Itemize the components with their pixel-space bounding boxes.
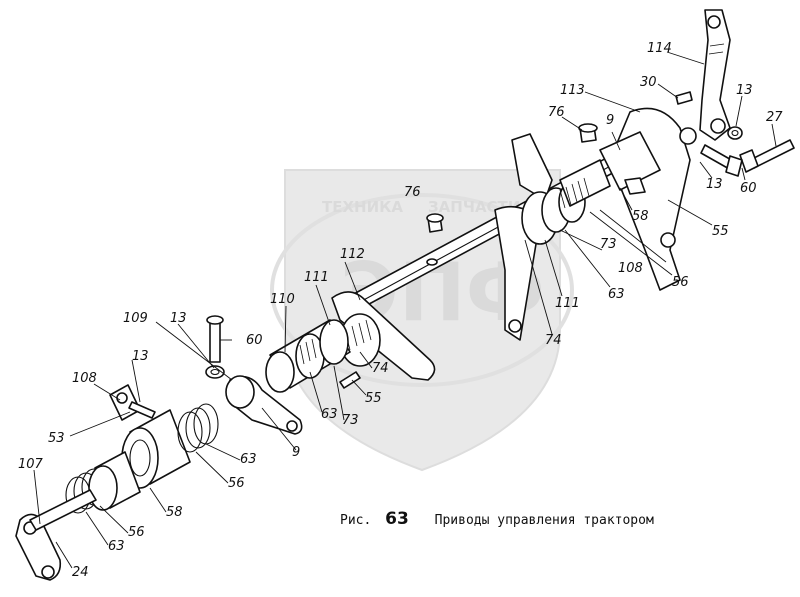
plug-76-upper [578, 123, 598, 143]
callout-24: 24 [72, 565, 89, 580]
callout-74-center: 74 [372, 361, 389, 376]
left-bracket-108 [109, 384, 141, 421]
callout-73-right: 73 [600, 237, 617, 252]
callout-58-right: 58 [632, 209, 649, 224]
crank-107 [15, 489, 97, 581]
callout-55-right: 55 [712, 224, 729, 239]
callout-30: 30 [640, 75, 657, 90]
callout-13-center-left: 13 [170, 311, 187, 326]
callout-63-left-lower: 63 [108, 539, 125, 554]
watermark-text-left: ТЕХНИКА [322, 198, 403, 216]
pin-30 [675, 91, 693, 105]
leader-lines [33, 51, 777, 569]
callout-110: 110 [270, 292, 295, 307]
callout-27: 27 [766, 110, 783, 125]
callout-108-right: 108 [618, 261, 643, 276]
callout-109: 109 [123, 311, 148, 326]
callout-53: 53 [48, 431, 65, 446]
housing-113 [599, 107, 697, 291]
pin-55-center [339, 371, 361, 389]
bolt-60-right [700, 144, 743, 177]
callout-73-center: 73 [342, 413, 359, 428]
callout-63-left-upper: 63 [240, 452, 257, 467]
callout-13-left: 13 [132, 349, 149, 364]
bolt-27 [739, 139, 795, 173]
callout-9-lower: 9 [292, 445, 301, 460]
plug-76-center [426, 213, 444, 233]
lever-114 [699, 9, 731, 141]
bracket-9-upper [494, 133, 553, 341]
callout-60-right: 60 [740, 181, 757, 196]
callout-9-upper: 9 [606, 113, 615, 128]
callout-111-right: 111 [555, 296, 580, 311]
splined-sleeve [265, 319, 351, 393]
callout-56-left-lower: 56 [128, 525, 145, 540]
callout-55-center: 55 [365, 391, 382, 406]
callout-60-left: 60 [246, 333, 263, 348]
callout-108-left: 108 [72, 371, 97, 386]
callout-76-upper: 76 [548, 105, 565, 120]
callout-76-center: 76 [404, 185, 421, 200]
callout-112: 112 [340, 247, 365, 262]
callout-63-center: 63 [321, 407, 338, 422]
figure-caption: Рис. 63 Приводы управления трактором [340, 509, 654, 529]
caption-figure-number: 63 [385, 509, 409, 529]
callout-111-left: 111 [304, 270, 329, 285]
callout-13-top-right: 13 [736, 83, 753, 98]
callout-113: 113 [560, 83, 585, 98]
coupling-cluster-right [521, 159, 646, 245]
callout-56-right: 56 [672, 275, 689, 290]
caption-prefix: Рис. [340, 513, 372, 528]
callout-58-left: 58 [166, 505, 183, 520]
callout-56-left-upper: 56 [228, 476, 245, 491]
callout-107: 107 [18, 457, 43, 472]
left-coupler-lower [88, 451, 141, 511]
callout-114: 114 [647, 41, 672, 56]
callout-13-right: 13 [706, 177, 723, 192]
caption-title: Приводы управления трактором [434, 513, 654, 528]
callout-74-right: 74 [545, 333, 562, 348]
washer-13-right [727, 126, 743, 140]
bolt-13-left [128, 401, 156, 419]
bolt-60-left [205, 315, 225, 379]
callout-63-right: 63 [608, 287, 625, 302]
arm-9-left [225, 375, 303, 435]
